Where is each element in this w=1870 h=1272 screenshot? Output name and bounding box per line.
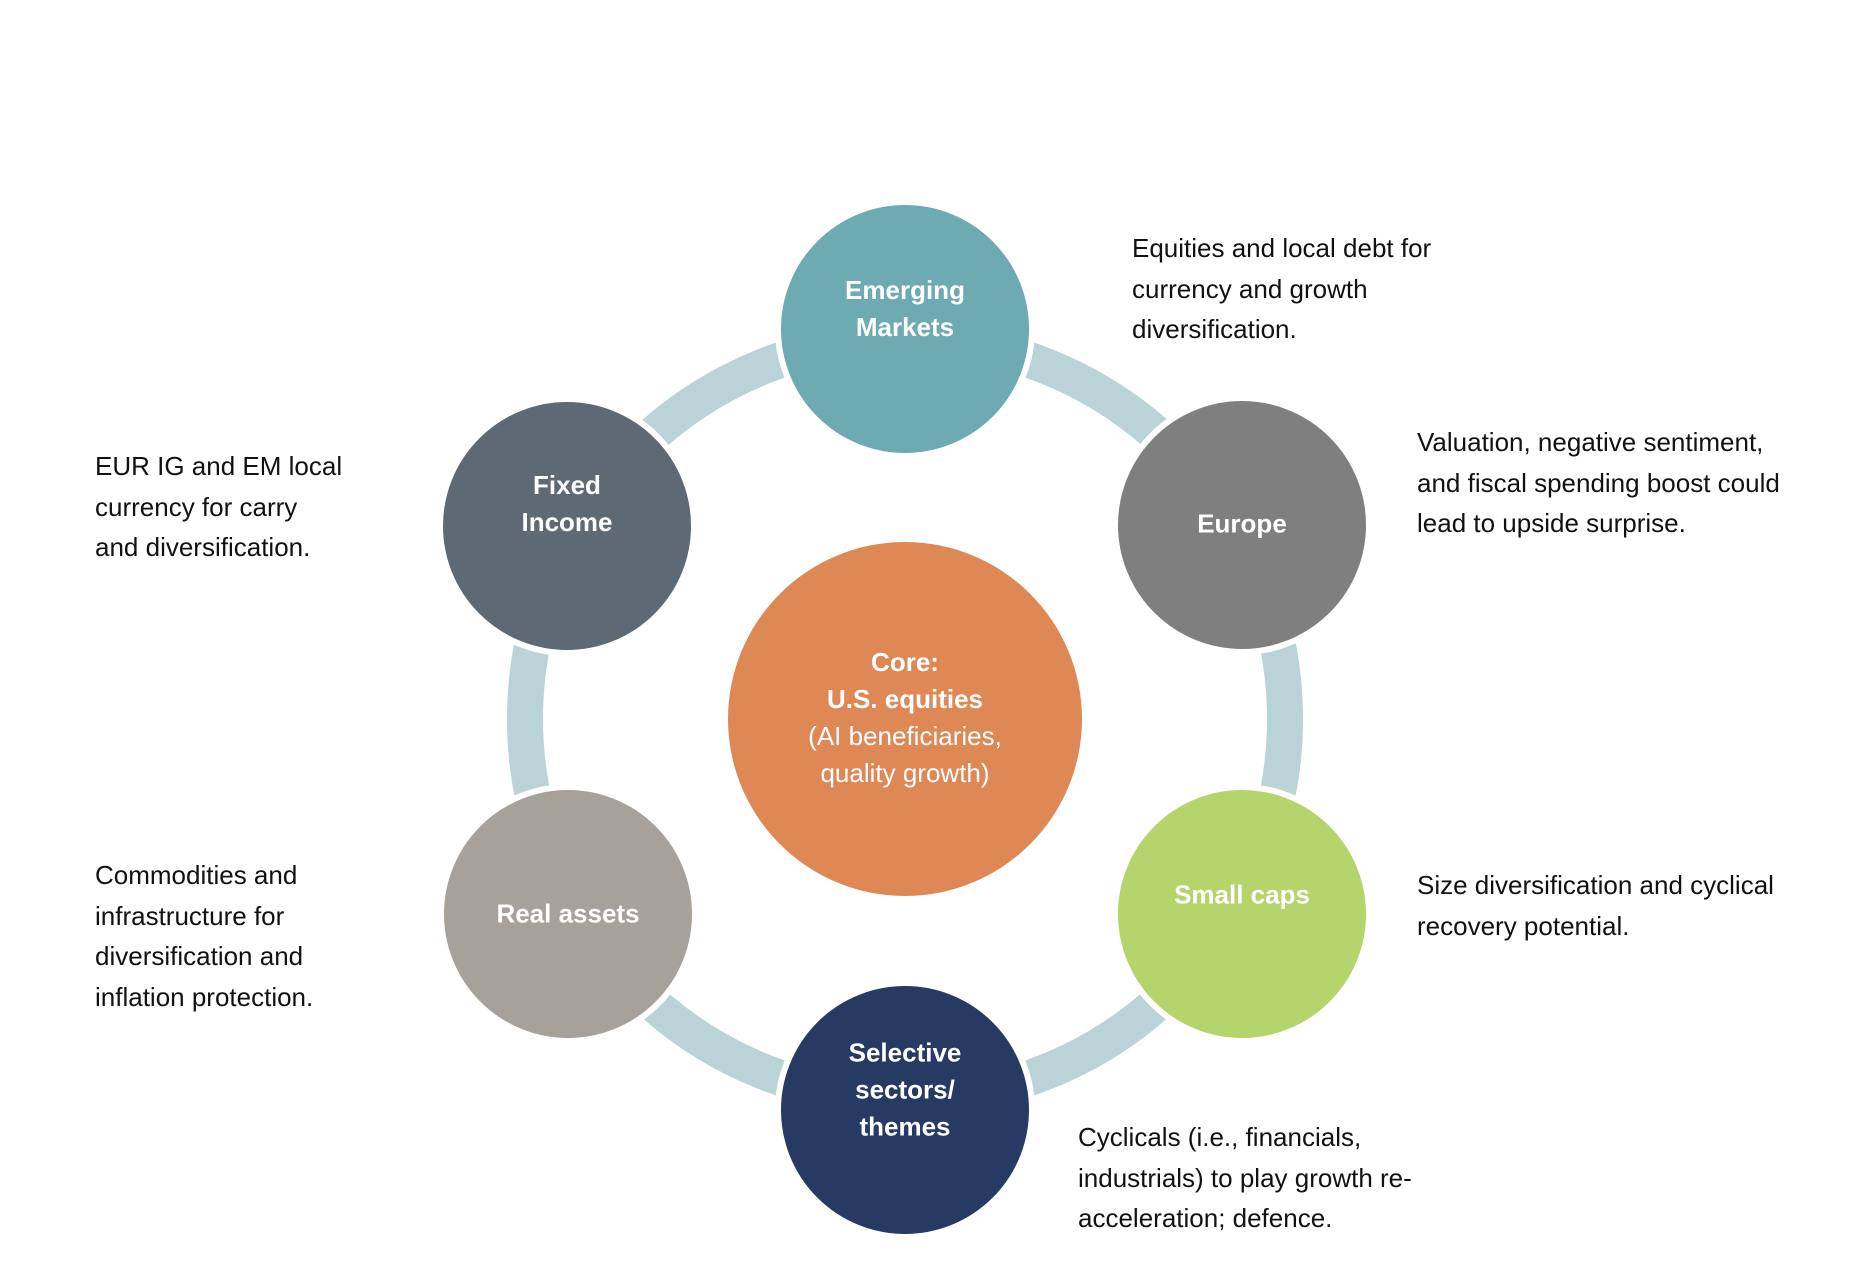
description-line: and diversification. xyxy=(95,532,311,563)
small-caps-description: Size diversification and cyclical recove… xyxy=(1417,865,1774,946)
description-line: lead to upside surprise. xyxy=(1417,508,1686,539)
node-label-line: themes xyxy=(859,1111,951,1142)
description-line: diversification. xyxy=(1132,314,1297,345)
core-detail-line: quality growth) xyxy=(820,758,990,788)
description-line: industrials) to play growth re- xyxy=(1078,1162,1412,1193)
selective-sectors-label: Selective sectors/ themes xyxy=(849,1035,962,1146)
small-caps-label: Small caps xyxy=(1174,877,1310,914)
description-line: diversification and xyxy=(95,941,304,972)
description-line: currency and growth xyxy=(1132,273,1368,304)
node-label-line: Fixed xyxy=(533,470,601,500)
europe-label: Europe xyxy=(1197,506,1287,543)
node-label-line: Selective xyxy=(848,1037,962,1068)
description-line: inflation protection. xyxy=(95,981,314,1012)
fixed-income-circle xyxy=(437,396,697,656)
description-line: Commodities and xyxy=(95,860,298,890)
description-line: infrastructure for xyxy=(95,900,285,931)
core-label: Core: U.S. equities (AI beneficiaries, q… xyxy=(808,644,1002,792)
fixed-income-description: EUR IG and EM local currency for carry a… xyxy=(95,446,342,568)
core-title: Core: xyxy=(871,647,939,677)
node-label-line: Small caps xyxy=(1174,879,1310,910)
core-circle xyxy=(728,542,1082,896)
node-label-line: Emerging xyxy=(845,275,965,305)
description-line: acceleration; defence. xyxy=(1078,1203,1333,1234)
core-subtitle: U.S. equities xyxy=(826,684,984,714)
description-line: Cyclicals (i.e., financials, xyxy=(1078,1122,1362,1152)
real-assets-label: Real assets xyxy=(496,896,639,933)
core-detail-line: (AI beneficiaries, xyxy=(808,721,1002,751)
node-label-line: Europe xyxy=(1197,508,1287,539)
description-line: Valuation, negative sentiment, xyxy=(1417,427,1764,457)
node-label-line: sectors/ xyxy=(855,1074,955,1105)
node-label-line: Markets xyxy=(855,312,955,342)
description-line: currency for carry xyxy=(95,491,298,522)
europe-circle xyxy=(1112,395,1372,655)
emerging-markets-circle xyxy=(775,199,1035,459)
description-line: Size diversification and cyclical xyxy=(1417,870,1774,900)
real-assets-circle xyxy=(438,784,698,1044)
small-caps-circle xyxy=(1112,784,1372,1044)
selective-sectors-description: Cyclicals (i.e., financials, industrials… xyxy=(1078,1117,1412,1239)
description-line: recovery potential. xyxy=(1417,910,1630,941)
fixed-income-label: Fixed Income xyxy=(521,467,612,541)
description-line: and fiscal spending boost could xyxy=(1417,467,1780,498)
node-label-line: Income xyxy=(521,507,613,537)
europe-description: Valuation, negative sentiment, and fisca… xyxy=(1417,422,1780,544)
description-line: EUR IG and EM local xyxy=(95,451,343,481)
selective-sectors-circle xyxy=(775,980,1035,1240)
description-line: Equities and local debt for xyxy=(1132,233,1432,263)
node-label-line: Real assets xyxy=(496,898,640,929)
real-assets-description: Commodities and infrastructure for diver… xyxy=(95,855,313,1017)
emerging-markets-description: Equities and local debt for currency and… xyxy=(1132,228,1431,350)
emerging-markets-label: Emerging Markets xyxy=(845,272,965,346)
